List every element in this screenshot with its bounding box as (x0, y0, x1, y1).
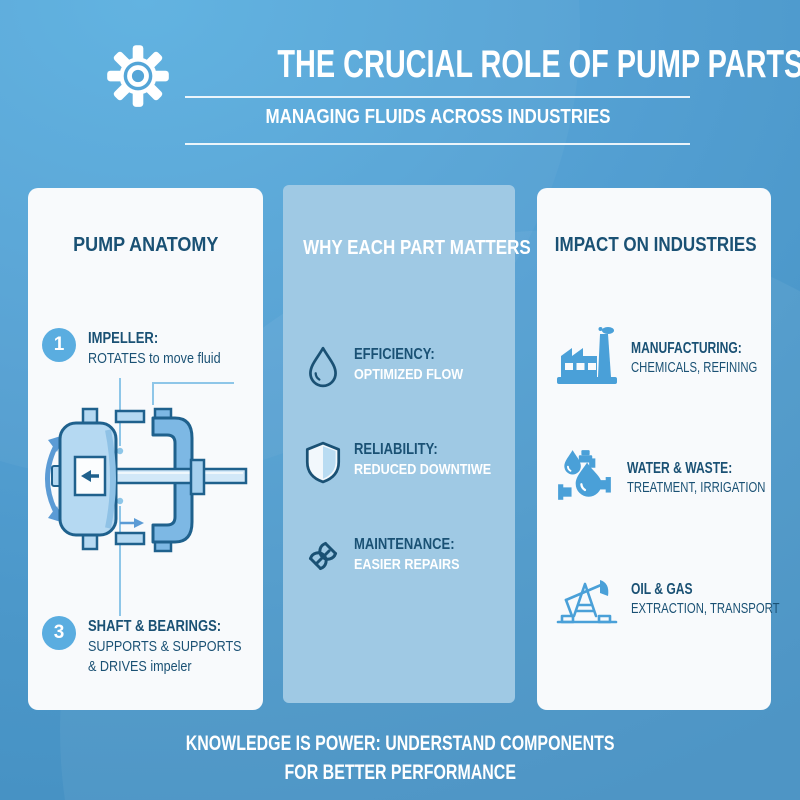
shaft-bearings-desc-1: SUPPORTS & SUPPORTS (88, 638, 242, 656)
step-1-badge: 1 (42, 328, 76, 362)
shaft-bearings-desc-2: & DRIVES impeler (88, 657, 192, 675)
water-waste-label: WATER & WASTE: (627, 460, 733, 477)
why-matters-card: WHY EACH PART MATTERS EFFICIENCY: OPTIMI… (283, 185, 531, 703)
efficiency-desc: OPTIMIZED FLOW (354, 366, 464, 384)
impeller-desc: ROTATES to move fluid (88, 350, 221, 368)
header-divider (185, 95, 690, 98)
anatomy-card-title: PUMP ANATOMY (72, 234, 219, 256)
oil-pumpjack-icon (555, 568, 619, 631)
why-card-title: WHY EACH PART MATTERS (303, 237, 531, 259)
header-divider (185, 142, 690, 145)
impact-card-title: IMPACT ON INDUSTRIES (554, 234, 757, 256)
maintenance-label: MAINTENANCE: (354, 536, 455, 553)
impact-item-oil-gas: OIL & GAS EXTRACTION, TRANSPORT (555, 568, 800, 631)
footer-line-1: KNOWLEDGE IS POWER: UNDERSTAND COMPONENT… (185, 732, 615, 755)
reliability-desc: REDUCED DOWNTIWE (354, 461, 492, 479)
reliability-label: RELIABILITY: (354, 441, 438, 458)
impact-card: IMPACT ON INDUSTRIES (537, 188, 780, 710)
factory-icon (555, 326, 619, 391)
why-item-reliability: RELIABILITY: REDUCED DOWNTIWE (303, 440, 517, 484)
impact-item-water-waste: WATER & WASTE: TREATMENT, IRRIGATION (555, 446, 800, 511)
manufacturing-label: MANUFACTURING: (631, 340, 742, 357)
shaft (112, 467, 248, 485)
bearing-bracket (151, 416, 194, 544)
page-subtitle: MANAGING FLUIDS ACROSS INDUSTRIES (264, 105, 611, 128)
impact-item-manufacturing: MANUFACTURING: CHEMICALS, REFINING (555, 326, 793, 391)
oil-gas-desc: EXTRACTION, TRANSPORT (631, 601, 780, 618)
manufacturing-desc: CHEMICALS, REFINING (631, 360, 758, 377)
maintenance-desc: EASIER REPAIRS (354, 556, 460, 574)
impeller-left-arrow (81, 470, 91, 482)
water-waste-desc: TREATMENT, IRRIGATION (627, 480, 766, 497)
pump-cross-section-diagram (45, 378, 248, 616)
gear-icon (104, 42, 172, 110)
oil-gas-label: OIL & GAS (631, 581, 693, 598)
footer-line-2: FOR BETTER PERFORMANCE (284, 761, 516, 785)
droplet-icon (303, 345, 343, 389)
anatomy-item-impeller: 1 IMPELLER: ROTATES to move fluid (42, 328, 246, 369)
step-3-badge: 3 (42, 616, 76, 650)
pump-anatomy-card: PUMP ANATOMY 1 IMPELLER: ROTATES to move… (28, 188, 263, 710)
header: THE CRUCIAL ROLE OF PUMP PARTS MANAGING … (185, 42, 800, 151)
wrench-icon (303, 535, 343, 579)
water-drops-icon (555, 446, 615, 511)
impeller-label: IMPELLER: (88, 330, 159, 347)
why-item-efficiency: EFFICIENCY: OPTIMIZED FLOW (303, 345, 484, 389)
page-title: THE CRUCIAL ROLE OF PUMP PARTS (277, 43, 800, 86)
shield-icon (303, 440, 343, 484)
anatomy-item-shaft-bearings: 3 SHAFT & BEARINGS: SUPPORTS & SUPPORTS … (42, 616, 271, 676)
efficiency-label: EFFICIENCY: (354, 346, 435, 363)
footer-tagline: KNOWLEDGE IS POWER: UNDERSTAND COMPONENT… (0, 729, 800, 788)
why-item-maintenance: MAINTENANCE: EASIER REPAIRS (303, 535, 480, 579)
rotation-arrow (45, 439, 61, 519)
shaft-bearings-label: SHAFT & BEARINGS: (88, 618, 222, 635)
